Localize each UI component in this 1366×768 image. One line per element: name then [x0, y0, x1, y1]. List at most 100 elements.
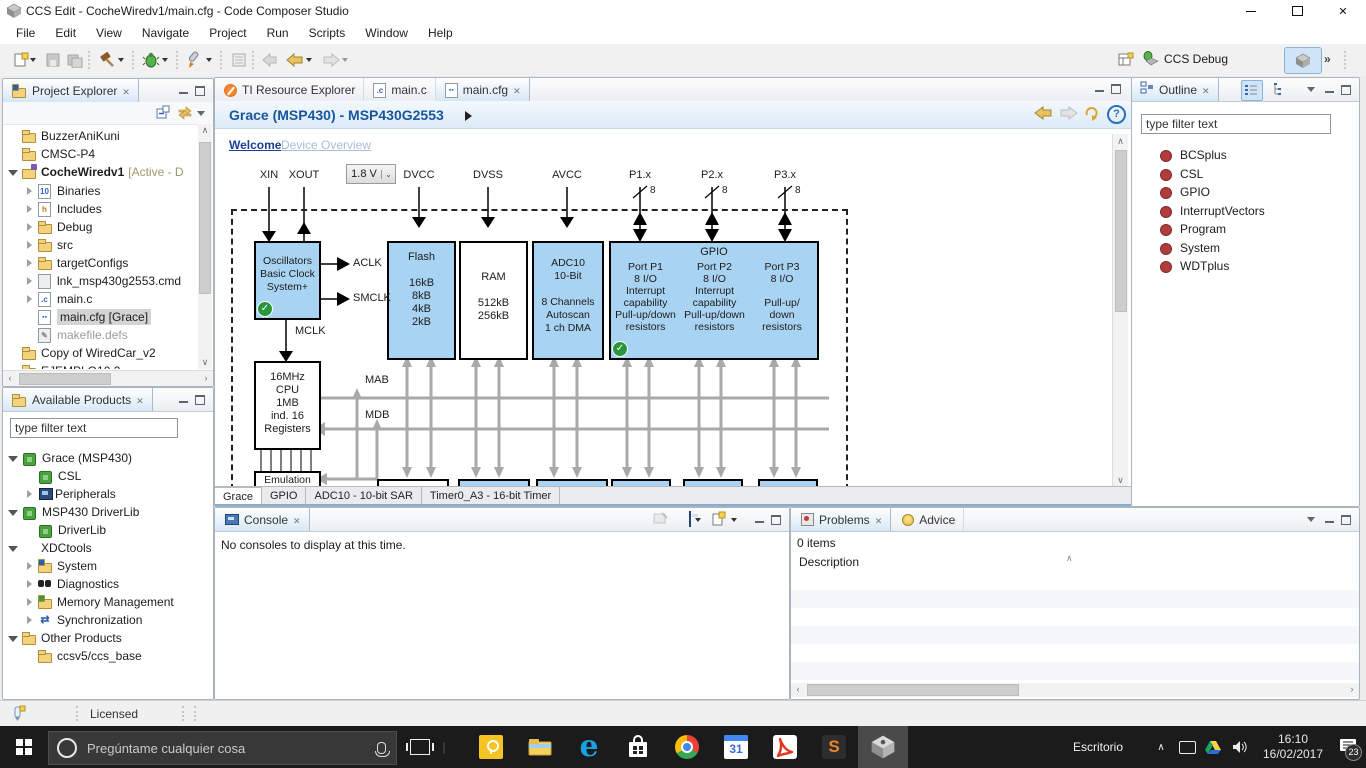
project-explorer-vscrollbar[interactable]: ∧ ∨ [198, 124, 212, 369]
tab-timer0-a3[interactable]: Timer0_A3 - 16-bit Timer [422, 487, 561, 504]
device-overview-link[interactable]: Device Overview [281, 138, 372, 152]
maximize-view-button[interactable] [1339, 513, 1353, 526]
close-view-icon[interactable] [293, 513, 301, 527]
collapsed-twisty-icon[interactable] [21, 576, 37, 592]
collapsed-twisty-icon[interactable] [21, 594, 37, 610]
expanded-twisty-icon[interactable] [5, 504, 21, 520]
view-menu-icon[interactable] [197, 111, 205, 116]
collapsed-twisty-icon[interactable] [21, 612, 37, 628]
start-button[interactable] [0, 726, 48, 768]
block-ram[interactable]: RAM 512kB 256kB [459, 241, 528, 360]
new-button[interactable] [10, 48, 32, 72]
build-button[interactable] [96, 48, 118, 72]
build-dropdown-icon[interactable] [118, 58, 124, 62]
breadcrumb-arrow-icon[interactable] [465, 111, 472, 121]
minimize-editor-button[interactable] [1093, 82, 1107, 95]
tree-item-targetconfigs[interactable]: targetConfigs [5, 254, 128, 272]
menu-project[interactable]: Project [209, 26, 247, 40]
scroll-left-icon[interactable]: ‹ [796, 684, 800, 694]
close-view-icon[interactable] [136, 393, 144, 407]
open-perspective-button[interactable] [1115, 48, 1137, 72]
menu-file[interactable]: File [16, 26, 36, 40]
forward-button[interactable] [320, 48, 342, 72]
scroll-down-icon[interactable]: ∨ [201, 357, 209, 367]
tree-item-synchronization[interactable]: ⇄Synchronization [5, 611, 142, 629]
collapsed-twisty-icon[interactable] [21, 486, 37, 502]
last-edit-location-button[interactable] [260, 48, 282, 72]
minimize-view-button[interactable] [1323, 513, 1337, 526]
forward-dropdown-icon[interactable] [342, 58, 348, 62]
tree-item-buzzeranikuni[interactable]: BuzzerAniKuni [5, 127, 120, 145]
expanded-twisty-icon[interactable] [5, 630, 21, 646]
close-tab-icon[interactable] [513, 83, 521, 97]
tree-item-src[interactable]: src [5, 236, 73, 254]
edge-button[interactable]: e [565, 726, 613, 768]
volume-tray-icon[interactable] [1226, 726, 1254, 768]
outline-item-interruptvectors[interactable]: InterruptVectors [1134, 202, 1265, 220]
maximize-view-button[interactable] [769, 513, 783, 526]
view-menu-icon[interactable] [1307, 517, 1315, 522]
ccs-taskbar-button[interactable] [858, 726, 908, 768]
link-with-editor-button[interactable] [177, 105, 193, 124]
disassembly-button[interactable] [228, 48, 250, 72]
google-drive-tray-icon[interactable] [1200, 726, 1226, 768]
tree-item-debug[interactable]: Debug [5, 218, 92, 236]
problems-hscrollbar[interactable]: ‹ › [791, 683, 1359, 697]
chrome-button[interactable] [663, 726, 711, 768]
collapsed-twisty-icon[interactable] [21, 558, 37, 574]
outline-item-csl[interactable]: CSL [1134, 165, 1203, 183]
collapse-all-button[interactable] [155, 105, 171, 124]
tab-available-products[interactable]: Available Products [3, 388, 153, 411]
scroll-left-icon[interactable]: ‹ [8, 373, 12, 383]
scroll-thumb[interactable] [807, 684, 1019, 696]
tab-outline[interactable]: Outline [1132, 78, 1219, 101]
tree-item-csl[interactable]: CSL [5, 467, 81, 485]
tree-item-copy-wiredcar[interactable]: Copy of WiredCar_v2 [5, 344, 156, 362]
collapsed-twisty-icon[interactable] [21, 255, 37, 271]
close-button[interactable] [1320, 0, 1366, 22]
back-dropdown-icon[interactable] [306, 58, 312, 62]
save-button[interactable] [42, 48, 64, 72]
sublime-button[interactable]: S [810, 726, 858, 768]
task-view-button[interactable] [400, 726, 440, 768]
outline-item-gpio[interactable]: GPIO [1134, 183, 1210, 201]
menu-help[interactable]: Help [427, 26, 453, 40]
maximize-view-button[interactable] [1339, 83, 1353, 96]
acrobat-button[interactable] [761, 726, 809, 768]
tree-item-memory-management[interactable]: Memory Management [5, 593, 174, 611]
minimize-view-button[interactable] [177, 84, 191, 97]
collapsed-twisty-icon[interactable] [21, 273, 37, 289]
tab-project-explorer[interactable]: Project Explorer [3, 79, 139, 102]
clock-tray[interactable]: 16:10 16/02/2017 [1258, 726, 1328, 768]
block-flash[interactable]: Flash 16kB 8kB 4kB 2kB [387, 241, 456, 360]
minimize-view-button[interactable] [1323, 83, 1337, 96]
flash-button[interactable] [184, 48, 206, 72]
tree-item-diagnostics[interactable]: Diagnostics [5, 575, 119, 593]
tree-item-cochewiredv1[interactable]: CocheWiredv1[Active - D [5, 163, 184, 181]
action-center-button[interactable]: 23 [1330, 726, 1366, 768]
welcome-link[interactable]: Welcome [229, 138, 282, 152]
menu-window[interactable]: Window [365, 26, 408, 40]
tree-item-main-cfg[interactable]: ▪▪main.cfg [Grace] [5, 308, 152, 326]
tray-expand-button[interactable]: ∧ [1157, 741, 1165, 753]
tree-item-msp430-driverlib[interactable]: MSP430 DriverLib [5, 503, 139, 521]
debug-button[interactable] [140, 48, 162, 72]
store-button[interactable] [614, 726, 662, 768]
outline-filter-input[interactable] [1141, 114, 1331, 134]
collapsed-twisty-icon[interactable] [21, 201, 37, 217]
tab-main-c[interactable]: .c main.c [364, 78, 436, 101]
flat-view-button[interactable] [1241, 80, 1263, 101]
minimize-view-button[interactable] [177, 393, 191, 406]
debug-dropdown-icon[interactable] [162, 58, 168, 62]
scroll-up-icon[interactable]: ∧ [1117, 136, 1124, 146]
desktop-toolbar[interactable]: Escritorio [1072, 740, 1123, 754]
tab-problems[interactable]: Problems [791, 508, 892, 531]
menu-edit[interactable]: Edit [55, 26, 77, 40]
minimize-view-button[interactable] [753, 513, 767, 526]
tab-main-cfg[interactable]: ▪▪ main.cfg [435, 78, 530, 101]
close-view-icon[interactable] [875, 513, 883, 527]
open-console-button[interactable] [711, 511, 727, 530]
ccs-debug-perspective-button[interactable]: CCS Debug [1142, 50, 1228, 68]
